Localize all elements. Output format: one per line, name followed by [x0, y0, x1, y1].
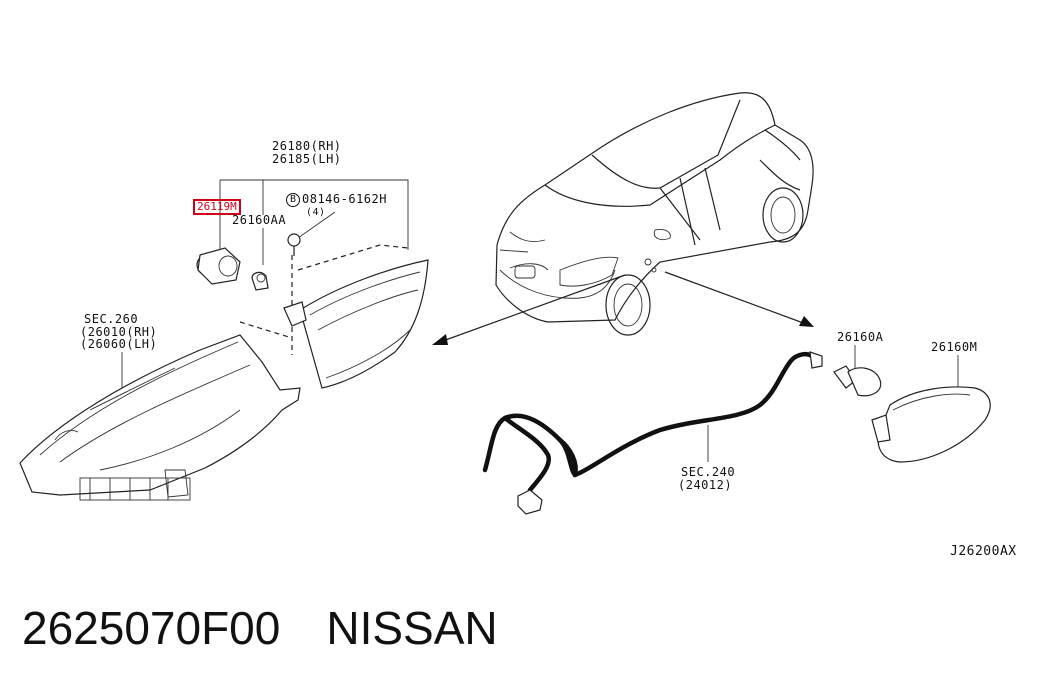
caption-brand: NISSAN — [326, 602, 498, 654]
label-bulb-part: 26160AA — [232, 213, 287, 227]
label-harness-section: SEC.240 — [681, 465, 736, 479]
label-side-lamp: 26160M — [931, 340, 978, 354]
label-lamp-rh: 26180(RH) — [272, 139, 342, 153]
wiring-harness — [482, 351, 823, 515]
label-bolt-qty: (4) — [306, 207, 326, 218]
label-headlamp-section: SEC.260 — [84, 312, 139, 326]
label-harness-part: (24012) — [678, 478, 733, 492]
label-side-bulb: 26160A — [837, 330, 884, 344]
caption: 2625070F00 NISSAN — [22, 600, 544, 656]
headlamp-assembly — [19, 334, 301, 501]
side-turn-lamp — [871, 386, 991, 463]
side-bulb — [833, 365, 882, 397]
pointer-arrows — [432, 271, 814, 345]
side-reflector — [239, 233, 429, 389]
label-diagram-code: J26200AX — [950, 544, 1017, 559]
socket-and-bulb — [196, 247, 269, 291]
label-headlamp-lh: (26060(LH) — [80, 337, 158, 351]
label-headlamp-rh: (26010(RH) — [80, 325, 158, 339]
car-illustration — [495, 92, 814, 336]
label-socket-part-highlighted[interactable]: 26119M — [193, 199, 241, 215]
leader-lines — [121, 179, 959, 462]
label-bolt-part: 08146-6162H — [302, 192, 387, 206]
caption-part-number: 2625070F00 — [22, 602, 281, 654]
label-bolt-symbol: B — [286, 193, 300, 207]
label-lamp-lh: 26185(LH) — [272, 152, 342, 166]
